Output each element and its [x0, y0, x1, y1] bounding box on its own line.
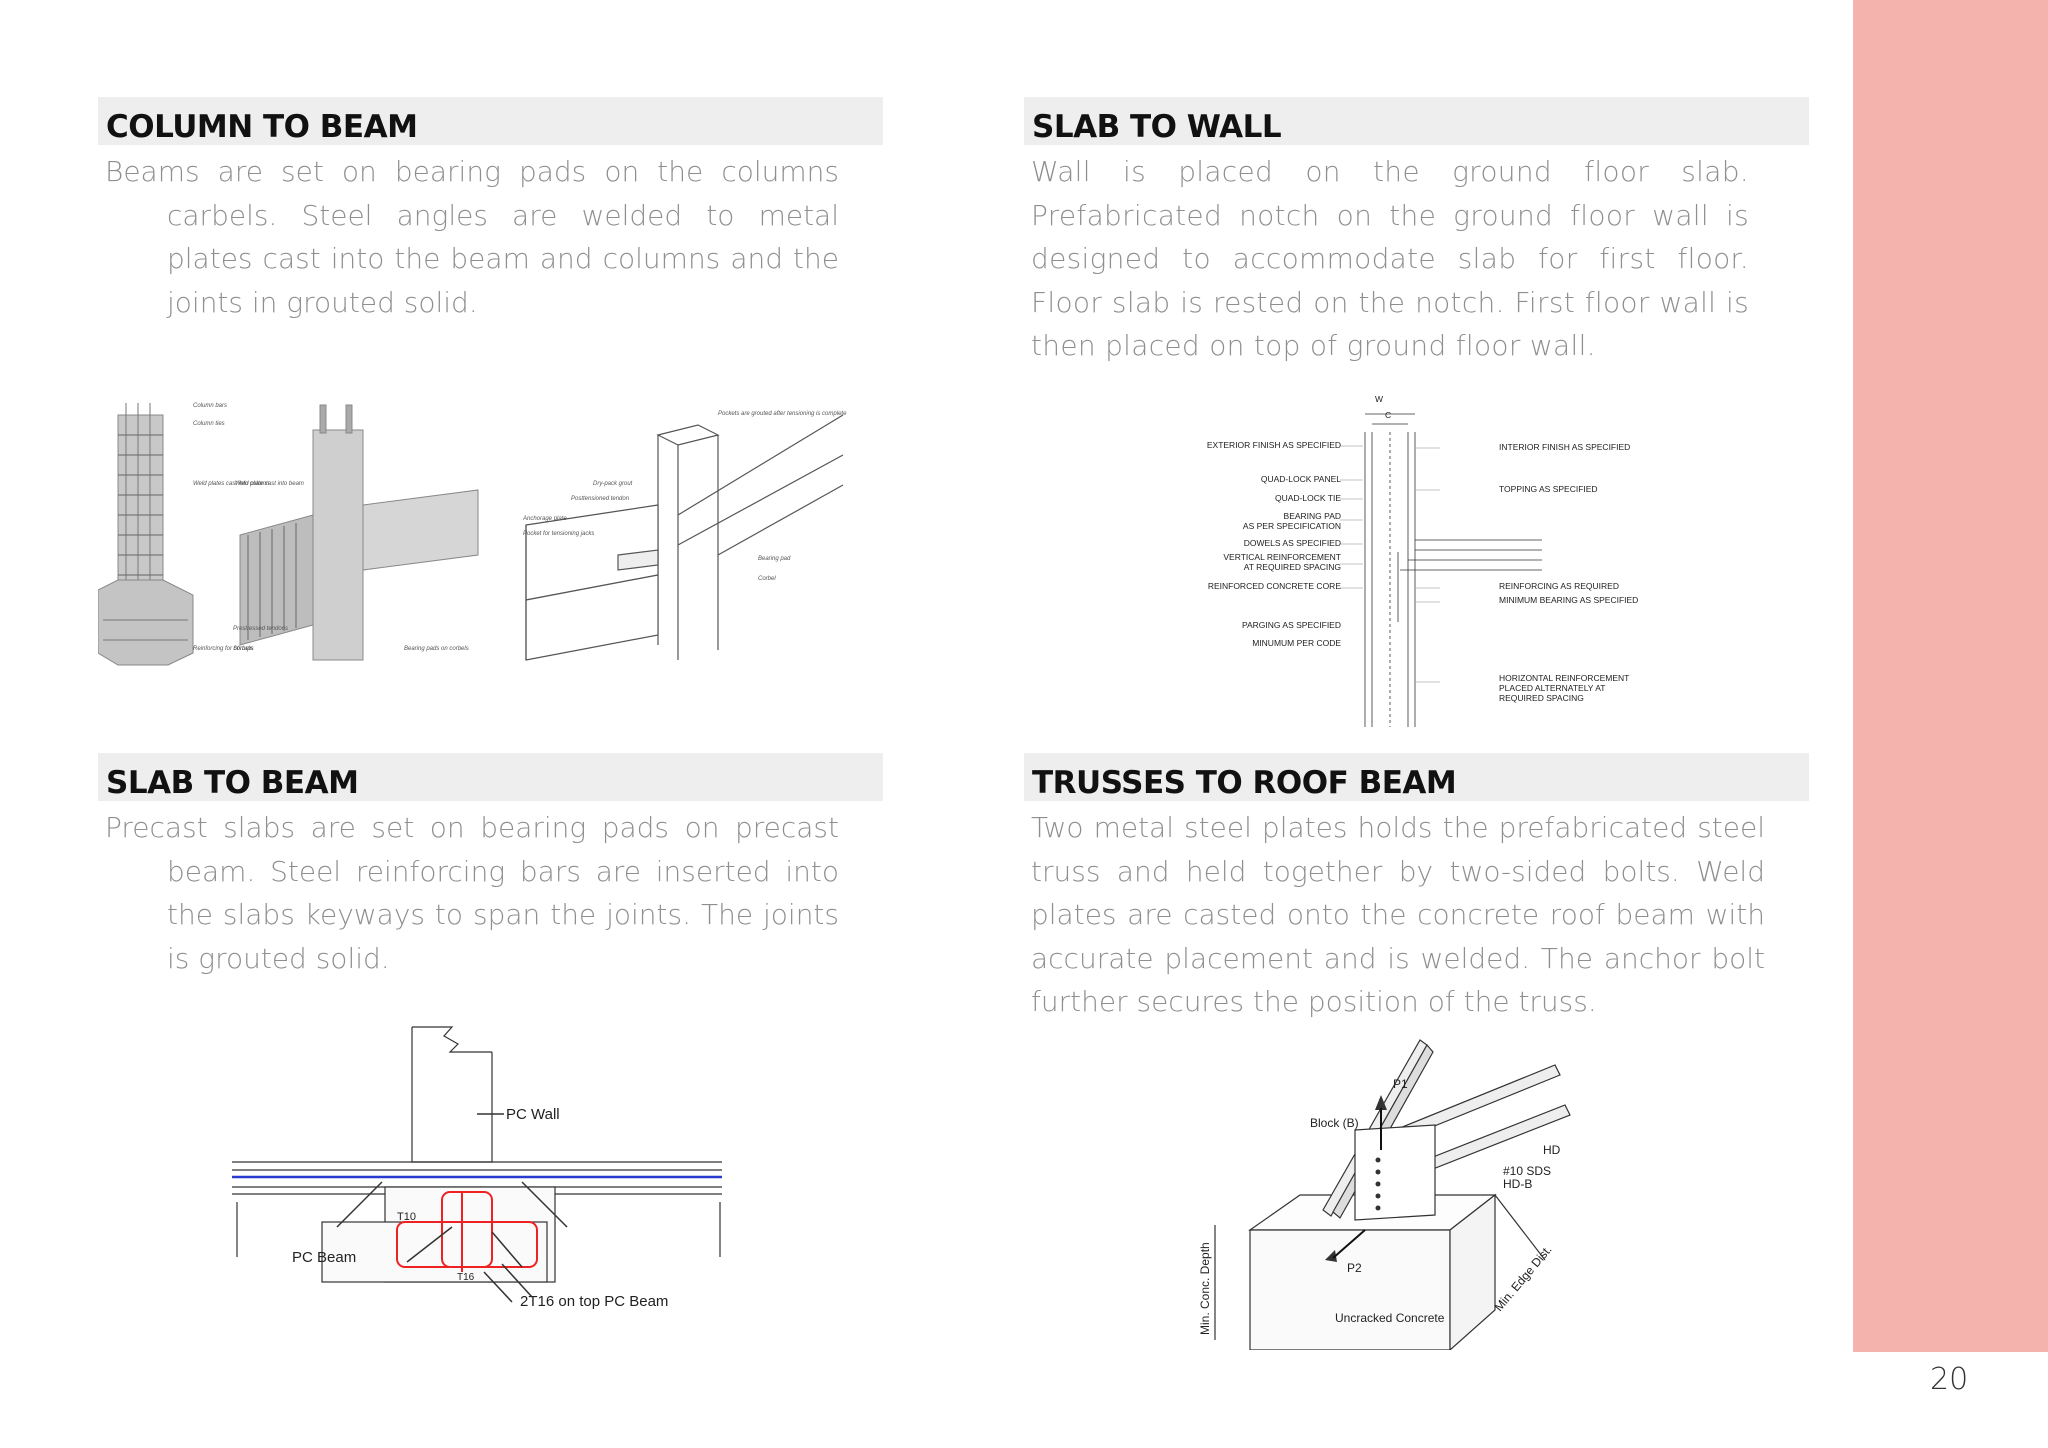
section-text-trusses-to-roof-beam: Two metal steel plates holds the prefabr… [1031, 811, 1765, 1018]
figure-slab-to-beam: PC Wall PC Beam T16 T10 2T16 on top PC B… [232, 1022, 732, 1322]
label-weld-plate-beam: Weld plate cast into beam [235, 481, 304, 487]
label-uncracked-concrete: Uncracked Concrete [1335, 1311, 1445, 1325]
section-title-slab-to-wall: SLAB TO WALL [1024, 97, 1809, 145]
label-2t16-top: 2T16 on top PC Beam [520, 1293, 668, 1310]
figure-column-to-beam: Column bars Column ties Weld plates cast… [98, 395, 848, 675]
section-text-column-to-beam: Beams are set on bearing pads on the col… [105, 155, 839, 319]
label-p2: P2 [1347, 1261, 1362, 1275]
label-bearing-pad: BEARING PAD [1284, 511, 1341, 521]
column-beam-drawing: Column bars Column ties Weld plates cast… [98, 403, 847, 666]
label-as-per-spec: AS PER SPECIFICATION [1243, 521, 1341, 531]
label-reinforcing-as-required: REINFORCING AS REQUIRED [1499, 581, 1619, 591]
label-t10: T10 [397, 1211, 416, 1223]
slab-wall-drawing: W C EXTERIOR FINISH AS SPECIFIED QUAD-LO… [1207, 394, 1638, 727]
label-minumum-per-code: MINUMUM PER CODE [1252, 638, 1341, 648]
label-p1: P1 [1393, 1077, 1408, 1091]
label-pockets-grouted: Pockets are grouted after tensioning is … [718, 411, 847, 417]
label-prestressed-tendons: Prestressed tendons [233, 626, 288, 632]
label-weld-plates-column: Weld plates cast into column [193, 481, 270, 487]
label-column-ties: Column ties [193, 421, 225, 427]
label-min-conc-depth: Min. Conc. Depth [1198, 1242, 1212, 1335]
label-bearing-pads-corbels: Bearing pads on corbels [404, 646, 469, 652]
label-reinforced-concrete-core: REINFORCED CONCRETE CORE [1208, 581, 1342, 591]
label-dowels: DOWELS AS SPECIFIED [1244, 538, 1341, 548]
label-exterior-finish: EXTERIOR FINISH AS SPECIFIED [1207, 440, 1341, 450]
label-interior-finish: INTERIOR FINISH AS SPECIFIED [1499, 442, 1630, 452]
section-text-slab-to-wall: Wall is placed on the ground floor slab.… [1031, 155, 1749, 362]
label-pc-beam: PC Beam [292, 1249, 356, 1266]
label-pc-wall: PC Wall [506, 1106, 560, 1123]
label-10-sds: #10 SDS [1503, 1164, 1551, 1178]
label-horizontal-reinforcement: HORIZONTAL REINFORCEMENT [1499, 673, 1629, 683]
label-hd: HD [1543, 1143, 1561, 1157]
accent-sidebar [1853, 0, 2048, 1352]
figure-trusses-to-roof-beam: P1 Block (B) HD #10 SDS HD-B P2 Min. Con… [1195, 1030, 1615, 1350]
slab-beam-drawing: PC Wall PC Beam T16 T10 2T16 on top PC B… [232, 1026, 722, 1310]
section-title-trusses-to-roof-beam: TRUSSES TO ROOF BEAM [1024, 753, 1809, 801]
label-stirrups: Stirrups [233, 646, 254, 652]
label-t16: T16 [457, 1272, 475, 1283]
label-hd-b: HD-B [1503, 1177, 1532, 1191]
label-dry-pack-grout: Dry-pack grout [593, 481, 633, 487]
label-required-spacing: REQUIRED SPACING [1499, 693, 1584, 703]
label-posttensioned-tendon: Posttensioned tendon [571, 496, 630, 502]
label-quad-lock-tie: QUAD-LOCK TIE [1275, 493, 1341, 503]
label-column-bars: Column bars [193, 403, 227, 409]
label-pocket-jacks: Pocket for tensioning jacks [523, 531, 594, 537]
label-anchorage-plate: Anchorage plate [522, 516, 567, 522]
page-number: 20 [1930, 1362, 1969, 1397]
label-at-required-spacing: AT REQUIRED SPACING [1244, 562, 1341, 572]
label-bearing-pad: Bearing pad [758, 556, 791, 562]
section-title-slab-to-beam: SLAB TO BEAM [98, 753, 883, 801]
label-quad-lock-panel: QUAD-LOCK PANEL [1261, 474, 1341, 484]
label-min-edge-dist: Min. Edge Dist. [1492, 1243, 1555, 1314]
label-vertical-reinforcement: VERTICAL REINFORCEMENT [1223, 552, 1341, 562]
label-w: W [1375, 394, 1383, 404]
label-c: C [1385, 410, 1391, 420]
label-placed-alternately: PLACED ALTERNATELY AT [1499, 683, 1605, 693]
label-minimum-bearing: MINIMUM BEARING AS SPECIFIED [1499, 595, 1638, 605]
label-topping: TOPPING AS SPECIFIED [1499, 484, 1598, 494]
truss-roof-drawing: P1 Block (B) HD #10 SDS HD-B P2 Min. Con… [1198, 1039, 1571, 1350]
figure-slab-to-wall: W C EXTERIOR FINISH AS SPECIFIED QUAD-LO… [1200, 392, 1650, 727]
section-title-column-to-beam: COLUMN TO BEAM [98, 97, 883, 145]
section-text-slab-to-beam: Precast slabs are set on bearing pads on… [105, 811, 839, 975]
label-parging: PARGING AS SPECIFIED [1242, 620, 1341, 630]
label-reinforcing-corbels: Reinforcing for corbels [193, 646, 253, 652]
label-corbel: Corbel [758, 576, 776, 582]
label-block-b: Block (B) [1310, 1116, 1359, 1130]
